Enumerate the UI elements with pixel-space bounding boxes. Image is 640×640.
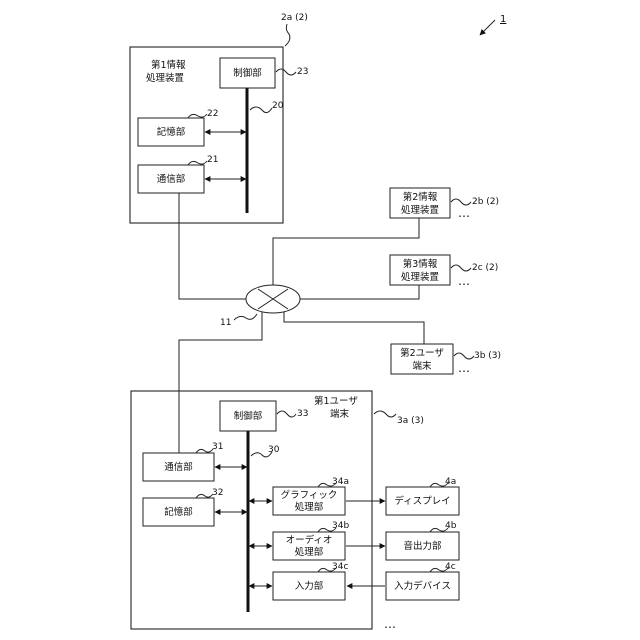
display-label: ディスプレイ	[394, 495, 450, 507]
terminal1-title-line1: 第1ユーザ	[314, 395, 358, 407]
server3-ref: 2c (2)	[472, 263, 498, 273]
terminal1-graphics-line1: グラフィック	[281, 489, 338, 501]
server1-bus-ref: 20	[272, 101, 284, 111]
server1-title-line1: 第1情報	[151, 59, 186, 71]
server1-comm-label: 通信部	[157, 173, 186, 185]
link-network-terminal2	[284, 312, 424, 344]
network-ref: 11	[220, 318, 231, 328]
server2-line1: 第2情報	[403, 191, 438, 203]
terminal1-graphics-line2: 処理部	[295, 501, 324, 513]
link-network-server3	[300, 285, 419, 299]
terminal1-more: …	[384, 617, 397, 631]
terminal1-bus-ref: 30	[268, 445, 280, 455]
link-network-terminal1	[179, 312, 262, 453]
terminal1-storage-ref: 32	[212, 488, 223, 498]
terminal1-controller-label: 制御部	[234, 410, 263, 422]
terminal1-audio-line1: オーディオ	[286, 534, 333, 546]
terminal1-controller-leader	[277, 411, 296, 417]
server2-more: …	[458, 206, 471, 220]
input-device-label: 入力デバイス	[394, 580, 451, 592]
network-leader	[234, 314, 257, 320]
server2-leader	[451, 199, 471, 205]
terminal1-audio-line2: 処理部	[295, 546, 324, 558]
terminal1-comm-leader	[196, 449, 213, 453]
server2-ref: 2b (2)	[472, 197, 499, 207]
terminal1-storage-leader	[196, 494, 213, 498]
terminal1-graphics-ref: 34a	[332, 477, 349, 487]
server1-ref: 2a (2)	[281, 13, 308, 23]
server2-line2: 処理装置	[401, 204, 439, 216]
figure-ref-arrow	[480, 20, 495, 35]
server1-storage-ref: 22	[207, 109, 218, 119]
terminal1-comm-label: 通信部	[164, 461, 193, 473]
terminal1-ref: 3a (3)	[397, 416, 424, 426]
terminal1-controller-ref: 33	[297, 409, 308, 419]
server3-more: …	[458, 274, 471, 288]
speaker-ref: 4b	[445, 521, 457, 531]
server1-comm-ref: 21	[207, 155, 218, 165]
server3-line1: 第3情報	[403, 258, 438, 270]
terminal2-leader	[454, 353, 474, 359]
terminal2-line2: 端末	[412, 360, 432, 372]
terminal1-title-line2: 端末	[330, 408, 350, 420]
server1-controller-label: 制御部	[233, 67, 262, 79]
server3-line2: 処理装置	[401, 271, 439, 283]
display-ref: 4a	[445, 477, 456, 487]
server1-storage-label: 記憶部	[157, 126, 186, 138]
figure-ref-label: 1	[500, 14, 506, 25]
terminal1-input-label: 入力部	[295, 580, 324, 592]
server1-controller-leader	[276, 69, 296, 75]
terminal1-audio-ref: 34b	[332, 521, 349, 531]
server1-storage-leader	[188, 114, 207, 118]
terminal1-input-ref: 34c	[332, 562, 348, 572]
server1-bus-leader	[250, 107, 272, 113]
speaker-label: 音出力部	[403, 540, 441, 552]
terminal1-leader	[374, 411, 396, 417]
server1-leader	[285, 24, 290, 46]
server1-title-line2: 処理装置	[146, 72, 184, 84]
terminal2-more: …	[458, 361, 471, 375]
link-server1-network	[179, 193, 252, 299]
server1-comm-leader	[188, 161, 207, 165]
input-device-ref: 4c	[445, 562, 456, 572]
server3-leader	[451, 265, 471, 271]
terminal1-storage-label: 記憶部	[164, 506, 193, 518]
server1-controller-ref: 23	[297, 67, 308, 77]
terminal1-comm-ref: 31	[212, 442, 223, 452]
terminal2-line1: 第2ユーザ	[400, 347, 444, 359]
terminal2-ref: 3b (3)	[474, 351, 501, 361]
